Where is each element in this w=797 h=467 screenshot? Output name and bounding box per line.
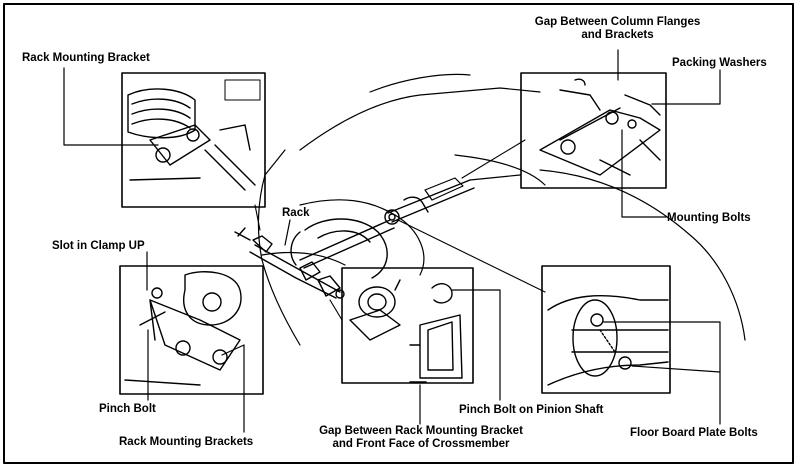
label-rack-mounting-bracket: Rack Mounting Bracket <box>22 52 150 64</box>
label-packing-washers: Packing Washers <box>672 57 767 69</box>
label-floor-board-plate-bolts: Floor Board Plate Bolts <box>630 427 758 439</box>
outer-border <box>3 3 794 464</box>
label-gap-column-line2: and Brackets <box>581 29 654 41</box>
inset-slot-in-clamp <box>119 265 264 395</box>
label-gap-rack-line2: and Front Face of Crossmember <box>332 438 510 450</box>
label-pinch-bolt: Pinch Bolt <box>99 403 156 415</box>
inset-floor-board-plate <box>541 265 671 394</box>
front-wheel <box>290 218 388 279</box>
leader-lines <box>63 49 721 433</box>
label-gap-rack-line1: Gap Between Rack Mounting Bracket <box>319 425 523 437</box>
label-rack-mounting-brackets: Rack Mounting Brackets <box>119 436 254 448</box>
label-gap-column-flanges: Gap Between Column Flanges and Brackets <box>510 16 725 42</box>
inset-rack-mounting-bracket <box>121 72 266 208</box>
inset-crossmember-gap <box>341 267 474 384</box>
rack-assembly <box>234 219 395 299</box>
steering-column-shaft <box>384 177 475 225</box>
car-body-outline <box>257 73 746 346</box>
pointer-arrows <box>254 139 546 321</box>
label-slot-in-clamp-up: Slot in Clamp UP <box>52 240 145 252</box>
label-mounting-bolts: Mounting Bolts <box>667 212 751 224</box>
label-gap-column-line1: Gap Between Column Flanges <box>534 16 701 28</box>
label-gap-rack-bracket: Gap Between Rack Mounting Bracket and Fr… <box>290 425 552 451</box>
inset-column-brackets <box>520 72 667 189</box>
label-rack: Rack <box>282 207 310 219</box>
label-pinch-bolt-pinion-shaft: Pinch Bolt on Pinion Shaft <box>459 404 604 416</box>
